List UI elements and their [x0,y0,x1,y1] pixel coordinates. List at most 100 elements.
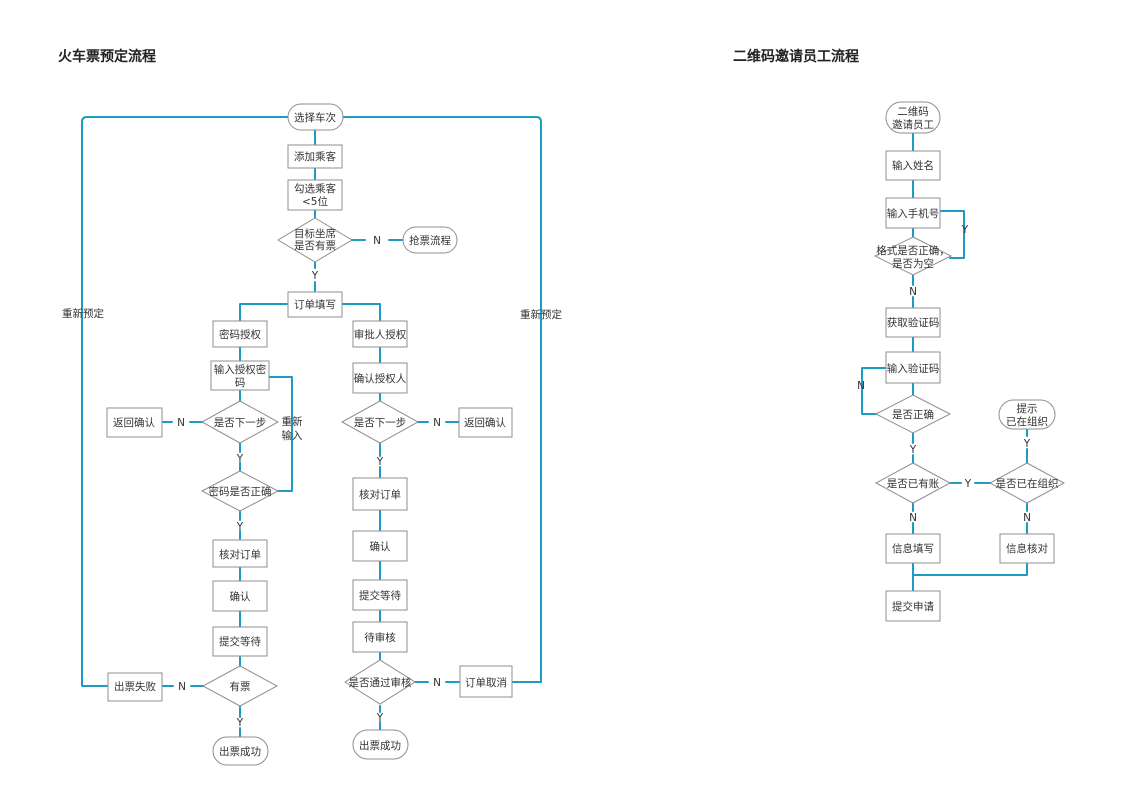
add-passenger-label: 添加乘客 [294,150,336,163]
confirm-approver-node [352,362,408,394]
approver-auth-node [352,320,408,348]
submit-wait-right-label: 提交等待 [359,589,401,602]
qr-invite-label-1: 二维码 [897,105,929,118]
has-ticket-decision [201,665,279,707]
enter-auth-password-node [210,360,270,391]
has-ticket-label: 有票 [230,680,251,693]
confirm-left-node [212,580,268,612]
submit-apply-label: 提交申请 [892,600,934,613]
info-verify-label: 信息核对 [1006,542,1048,555]
edge-n-code: N [857,380,865,392]
qr-invite-node [885,101,941,134]
select-train-label: 选择车次 [294,111,336,124]
format-check-label-1: 格式是否正确， [876,244,950,257]
edge-n-format: N [909,286,917,298]
ticket-success-left-label: 出票成功 [219,745,261,758]
edge-n-return-left: N [177,417,185,429]
seat-check-label-1: 目标坐席 [294,227,336,240]
qr-edge-labels: Y N N Y Y Y N N [857,224,1031,524]
qr-flow-title: 二维码邀请员工流程 [733,48,859,65]
info-fill-node [885,533,941,564]
check-passenger-label-1: 勾选乘客 [294,182,336,195]
format-check-label-2: 是否为空 [892,257,934,270]
order-cancel-label: 订单取消 [465,676,507,689]
pending-review-node [352,621,408,653]
verify-order-left-node [212,539,268,568]
return-confirm-right-node [458,407,513,438]
train-connectors [81,116,542,738]
prompt-in-org-node [998,399,1056,430]
order-fill-label: 订单填写 [294,298,336,311]
confirm-right-node [352,530,408,562]
qr-connectors [861,132,1028,592]
edge-y-org: Y [1023,438,1031,450]
ticket-success-right-node [352,729,409,760]
order-fill-node [287,291,343,318]
enter-code-label: 输入验证码 [887,362,940,375]
edge-y-password: Y [236,521,244,533]
submit-wait-left-node [212,626,268,657]
in-org-label: 是否已在组织 [996,477,1059,490]
edge-y-success-right: Y [376,712,384,724]
info-verify-node [999,533,1055,564]
submit-wait-left-label: 提交等待 [219,635,261,648]
ticket-success-right-label: 出票成功 [359,739,401,752]
edge-y-account: Y [964,478,972,490]
edge-n-fail: N [178,681,186,693]
ticket-success-left-node [212,736,269,766]
train-edge-labels: 重新预定 重新预定 重新 输入 N Y N Y Y N Y N Y N Y [62,235,562,729]
confirm-right-label: 确认 [370,540,391,553]
review-passed-label: 是否通过审核 [349,676,412,689]
enter-phone-node [885,197,941,229]
order-cancel-node [459,665,513,698]
qr-invite-label-2: 邀请员工 [892,118,934,131]
edge-n-return-right: N [433,417,441,429]
has-account-label: 是否已有账 [887,477,940,490]
next-step-left-label: 是否下一步 [214,417,267,429]
edge-y-success-left: Y [236,717,244,729]
review-passed-decision [344,659,416,705]
code-correct-decision [874,394,952,434]
enter-auth-password-label-2: 码 [235,377,246,389]
seat-check-label-2: 是否有票 [294,239,336,252]
approver-auth-label: 审批人授权 [354,328,407,341]
password-auth-label: 密码授权 [219,328,261,341]
next-step-right-decision [340,400,420,444]
get-code-node [885,307,941,338]
info-fill-label: 信息填写 [892,542,934,555]
pending-review-label: 待审核 [364,631,396,644]
verify-order-left-label: 核对订单 [219,548,261,561]
submit-apply-node [885,590,941,622]
enter-code-node [885,351,941,384]
ticket-fail-node [107,672,163,702]
edge-n-org: N [1023,512,1031,524]
reenter-label-1: 重新 [282,415,303,428]
edge-y-format: Y [961,224,969,236]
enter-name-label: 输入姓名 [892,159,934,172]
enter-name-node [885,150,941,181]
get-code-label: 获取验证码 [887,316,940,329]
check-passenger-label-2: <5位 [302,195,328,208]
format-check-decision [873,236,953,276]
train-flow-title: 火车票预定流程 [58,48,156,65]
grab-ticket-label: 抢票流程 [409,234,451,247]
rebook-right-label: 重新预定 [520,308,562,321]
prompt-in-org-label-1: 提示 [1017,403,1038,415]
password-correct-decision [200,470,280,512]
confirm-left-label: 确认 [230,590,251,603]
train-nodes: 选择车次 添加乘客 勾选乘客 <5位 目标坐席 是否有票 抢票流程 订单填写 密… [106,103,513,766]
edge-n-grab: N [373,235,381,247]
confirm-approver-label: 确认授权人 [354,372,407,385]
submit-wait-right-node [352,579,408,611]
edge-y-seat: Y [311,270,319,282]
return-confirm-left-node [106,407,163,438]
edge-n-account: N [909,512,917,524]
rebook-left-label: 重新预定 [62,307,104,320]
next-step-left-decision [200,400,280,444]
ticket-fail-label: 出票失败 [114,680,156,693]
password-correct-label: 密码是否正确 [209,485,272,498]
prompt-in-org-label-2: 已在组织 [1006,415,1048,428]
return-confirm-right-label: 返回确认 [464,416,506,429]
next-step-right-label: 是否下一步 [354,417,407,429]
edge-y-next-right: Y [376,456,384,468]
